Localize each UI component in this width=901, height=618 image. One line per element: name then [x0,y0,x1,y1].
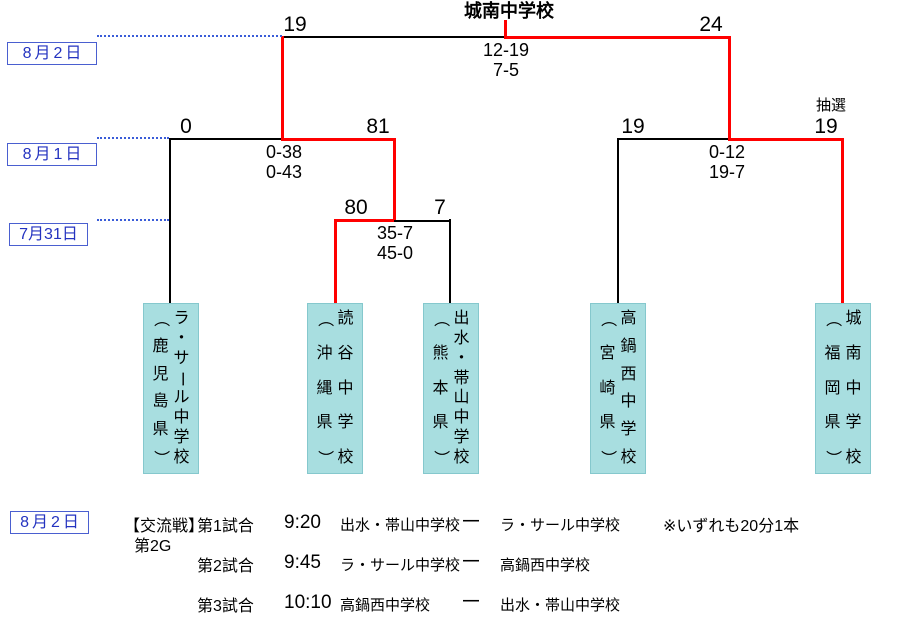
schedule-date-label: 8月2日 [10,511,89,534]
semi-right-line-left [617,138,730,140]
match-team1: ラ・サール中学校 [340,557,461,574]
match-time: 10:10 [284,592,332,613]
team-name-column: 高鍋西中学校 [620,310,637,466]
team-box-izumi-obiyama: 出水・帯山中学校（熊本県） [423,303,479,474]
team-name-column: 出水・帯山中学校 [453,310,470,466]
match-time: 9:45 [284,552,321,573]
semi-right-left-score: 19 [621,115,645,138]
team-box-yomitan: 読谷中学校（沖縄県） [307,303,363,474]
team-name-column: 城南中学校 [845,310,862,466]
date-label-quarter: 7月31日 [9,223,88,246]
match-label: 第2試合 [197,558,254,575]
semi-left-right-score: 81 [366,115,390,138]
team-box-jonan: 城南中学校（福岡県） [815,303,871,474]
date-guide-semi [97,137,169,139]
match-team1: 高鍋西中学校 [340,597,431,614]
team-name-column: 読谷中学校 [337,310,354,466]
final-line-left [282,36,507,38]
final-left-score: 19 [283,13,307,36]
match-label: 第3試合 [197,598,254,615]
final-result-game1: 12-19 [482,40,530,60]
quarter-result-game1: 35-7 [376,223,414,243]
semi-right-result-game1: 0-12 [708,142,746,162]
match-team2: ラ・サール中学校 [500,517,621,534]
schedule-row-3: 第3試合 10:10 高鍋西中学校 ― 出水・帯山中学校 [0,592,901,615]
team-pref-column: （宮崎県） [599,310,617,467]
versus-dash: ― [463,512,479,529]
champion-name: 城南中学校 [464,1,554,21]
team-line-lasalle [169,138,171,304]
team-box-takanabe-nishi: 高鍋西中学校（宮崎県） [590,303,646,474]
semi-right-result: 0-12 19-7 [709,142,745,182]
date-label-semi: 8月1日 [7,143,97,166]
schedule-row-2: 第2試合 9:45 ラ・サール中学校 ― 高鍋西中学校 [0,552,901,575]
semi-right-line-right-winner [728,138,844,141]
quarter-result-game2: 45-0 [376,243,414,263]
lottery-note: 抽選 [815,97,847,114]
versus-dash: ― [463,592,479,609]
date-guide-quarter [97,219,169,221]
semi-left-result-game1: 0-38 [265,142,303,162]
final-result-game2: 7-5 [492,60,520,80]
team-box-lasalle: ラ・サール中学校（鹿児島県） [143,303,199,474]
match-label: 第1試合 [197,518,254,535]
quarter-line-left-winner [334,219,396,222]
match-time: 9:20 [284,512,321,533]
quarter-up-line [393,138,396,222]
team-line-jonan-winner [841,138,844,304]
final-right-score: 24 [699,13,723,36]
quarter-line-right [394,220,451,222]
semi-right-up-line [728,36,731,141]
team-line-yomitan-winner [334,219,337,304]
team-pref-column: （沖縄県） [316,310,334,467]
quarter-right-score: 7 [434,196,446,219]
semi-left-result: 0-38 0-43 [266,142,302,182]
semi-left-left-score: 0 [180,115,192,138]
final-result: 12-19 7-5 [483,40,529,80]
final-line-right-winner [504,36,731,39]
quarter-left-score: 80 [344,196,368,219]
semi-right-right-score: 19 [814,115,838,138]
schedule-ground: 第2G [134,538,172,555]
schedule-row-1: 第1試合 9:20 出水・帯山中学校 ― ラ・サール中学校 [0,512,901,535]
versus-dash: ― [463,552,479,569]
semi-left-line-right-winner [281,138,396,141]
semi-left-line-left [169,138,283,140]
team-line-takanabe [617,138,619,304]
semi-right-result-game2: 19-7 [708,162,746,182]
schedule-category: 【交流戦】 [124,518,205,535]
semi-left-result-game2: 0-43 [265,162,303,182]
date-label-final: 8月2日 [7,42,97,65]
schedule-note: ※いずれも20分1本 [663,518,800,535]
match-team2: 高鍋西中学校 [500,557,591,574]
date-guide-final [97,35,282,37]
semi-left-up-line [281,36,284,140]
match-team1: 出水・帯山中学校 [340,517,461,534]
team-line-izumi [449,219,451,304]
match-team2: 出水・帯山中学校 [500,597,621,614]
team-pref-column: （鹿児島県） [152,310,170,466]
quarter-result: 35-7 45-0 [377,223,413,263]
champion-stub-line [504,20,507,39]
team-pref-column: （福岡県） [824,310,842,467]
team-name-column: ラ・サール中学校 [173,310,191,466]
team-pref-column: （熊本県） [432,310,450,467]
